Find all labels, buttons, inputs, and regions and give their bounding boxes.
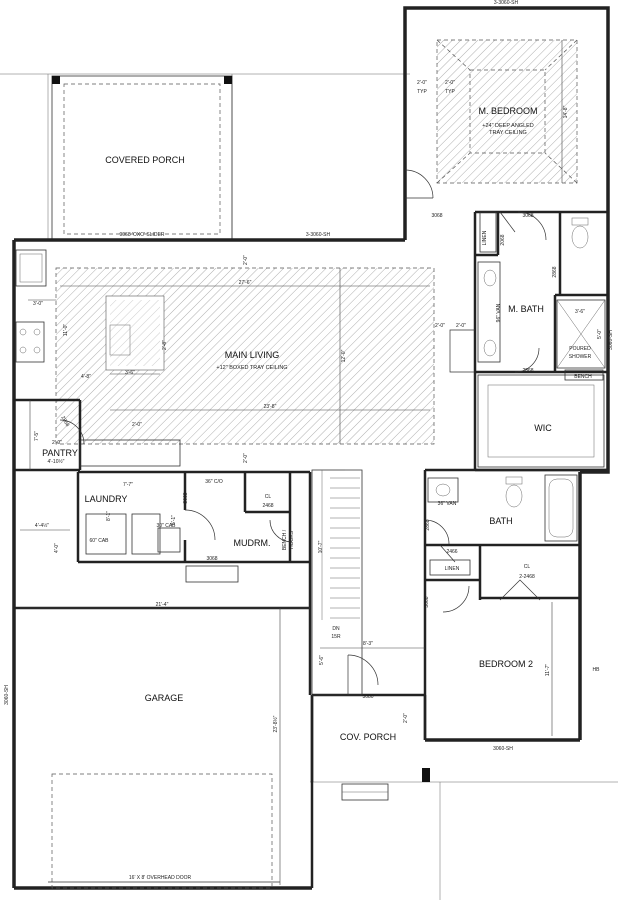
dim-text: 3'-0" [33, 301, 43, 307]
dim-text: 5'-1" [171, 515, 177, 525]
dim-text: 2'-0" [243, 255, 249, 265]
stair-dn-label: DN [332, 626, 340, 632]
dim-text: 2'-0" [132, 422, 142, 428]
dim-text: 21'-4" [156, 602, 169, 608]
dim-text: 10'-7" [318, 540, 324, 553]
master-bedroom-note-1: +24" DEEP ANGLED [482, 123, 534, 129]
door-tag-pantry: 2868 [59, 415, 70, 428]
door-tag-wic: 2868 [522, 368, 533, 374]
window-tag-top: 3-3060-SH [494, 0, 519, 6]
master-bedroom-label: M. BEDROOM [478, 106, 537, 116]
dim-text: 2'-0" [456, 323, 466, 329]
window-tag-right: 3060-SH [608, 330, 614, 350]
door-tag-cl-2468: 2468 [262, 503, 273, 509]
window-tag-garage: 3060-SH [4, 685, 10, 705]
door-tag-2466: 2466 [446, 549, 457, 555]
door-tag-2-2468: 2-2468 [519, 574, 535, 580]
closet-label-2: CL [524, 564, 531, 570]
dim-text: 11'-0" [63, 324, 69, 337]
covered-porch: COVERED PORCH [51, 75, 233, 241]
dim-text: 3'-6" [575, 309, 585, 315]
kitchen-fixtures [15, 249, 239, 583]
overhead-door-label: 16' X 8' OVERHEAD DOOR [129, 875, 192, 881]
master-bedroom-tray-ceiling [437, 40, 577, 183]
co-36-label: 36" C/O [205, 479, 223, 485]
typ-label-2: TYP [445, 89, 455, 95]
laundry-label: LAUNDRY [85, 494, 128, 504]
door-tag-mbed: 3068 [431, 213, 442, 219]
slider-tag: 9068 'OXO' SLIDER [120, 232, 165, 238]
vanity-36-label: 36" VAN [438, 501, 457, 507]
dim-text: 4'-0" [54, 543, 60, 553]
stairs [311, 469, 363, 696]
dim-text: 12'-0" [341, 349, 347, 362]
linen-label-2: LINEN [445, 566, 460, 572]
door-tag-mudroom: 3068 [206, 556, 217, 562]
garage-label: GARAGE [145, 693, 184, 703]
door-tag-3080: 3080 [362, 694, 373, 700]
dim-text: 23'-8" [264, 404, 277, 410]
closet-label-1: CL [265, 494, 272, 500]
dim-text: 7'-5" [34, 431, 40, 441]
pantry-label: PANTRY [42, 448, 78, 458]
master-bath-label: M. BATH [508, 304, 544, 314]
main-living-label: MAIN LIVING [225, 350, 280, 360]
cab-30-label: 30" CAB [156, 523, 176, 529]
wic-label: WIC [534, 423, 552, 433]
bedroom-2-label: BEDROOM 2 [479, 659, 533, 669]
mudroom-label: MUDRM. [234, 538, 271, 548]
dim-text: 5'-6" [319, 655, 325, 665]
dim-text: 4'-10½" [48, 458, 65, 465]
dimension-lines [20, 40, 563, 885]
exterior-walls [12, 6, 610, 890]
bath-label: BATH [489, 516, 512, 526]
door-tag-linen: 2068 [500, 234, 506, 245]
door-tag-bath: 2868 [425, 519, 431, 530]
door-tag-bed2: 3068 [424, 596, 430, 607]
dim-text: 2'-0" [243, 453, 249, 463]
dim-text: 14'-8" [563, 105, 569, 118]
bench-hooks-label-2: HOOKS [289, 530, 295, 549]
dim-text: 5'-0" [597, 329, 603, 339]
hose-bib-label: HB [593, 667, 601, 673]
dim-text: 27'-6" [239, 280, 252, 286]
dim-text: 8'-3" [363, 641, 373, 647]
window-tag-porch: 3-3060-SH [306, 232, 331, 238]
dim-text: 4'-8" [81, 374, 91, 380]
bath-fixtures [427, 217, 606, 508]
dim-text: 8'-1" [106, 511, 112, 521]
door-tag-mbath-2868: 2868 [552, 266, 558, 277]
dim-text: 4'-4½" [35, 522, 49, 529]
doors [59, 169, 547, 695]
bench-hooks-label-1: BENCH / [282, 529, 288, 550]
bench-label: BENCH [574, 374, 592, 380]
cab-60-label: 60" CAB [89, 538, 109, 544]
poured-shower-label-2: SHOWER [569, 354, 592, 360]
dim-text: 3'-6" [125, 370, 135, 376]
covered-porch-label: COVERED PORCH [105, 155, 185, 165]
dim-text: 2'-0" [417, 80, 427, 86]
dim-text: 23'-8½" [272, 715, 279, 732]
dim-text: 2'-0" [435, 323, 445, 329]
dim-text: 2'-0" [445, 80, 455, 86]
typ-label-1: TYP [417, 89, 427, 95]
cov-porch-label: COV. PORCH [340, 732, 396, 742]
vanity-96-label: 96" VAN [496, 303, 502, 322]
door-tag-laundry: 3068 [183, 492, 189, 503]
door-tag-mbath: 3068 [522, 213, 533, 219]
dim-text: 2'-8" [162, 340, 168, 350]
dim-text: 11'-7" [545, 664, 551, 677]
stair-risers-label: 15R [331, 634, 341, 640]
garage-door-swing [51, 773, 273, 889]
dim-text: 2'-0" [403, 713, 409, 723]
window-tag-bed2: 3060-SH [493, 746, 513, 752]
main-living-note: +12" BOXED TRAY CEILING [216, 365, 287, 371]
linen-label-1: LINEN [482, 230, 488, 245]
master-bedroom-note-2: TRAY CEILING [489, 130, 527, 136]
dim-text: 2'-0" [52, 440, 62, 446]
dim-text: 7'-7" [123, 482, 133, 488]
poured-shower-label-1: POURED [569, 346, 591, 352]
